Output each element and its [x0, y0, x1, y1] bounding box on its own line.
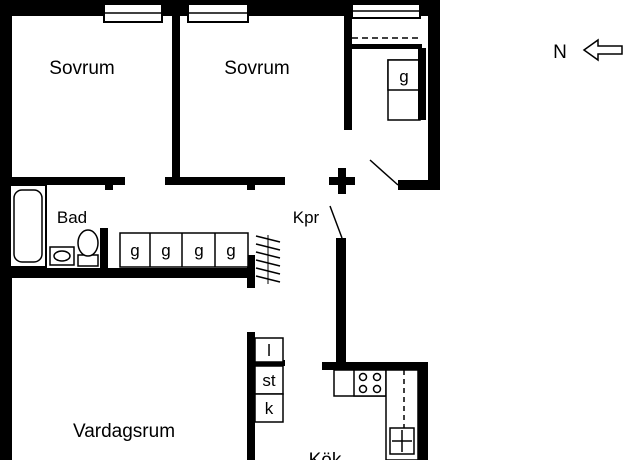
compass-label: N	[553, 42, 567, 63]
g-closet-4: g	[226, 241, 235, 260]
room-label-hallway: Kpr	[293, 208, 320, 227]
bathtub	[9, 184, 47, 268]
room-label-bedroom-left: Sovrum	[49, 58, 114, 79]
toilet	[77, 229, 99, 267]
compass: N	[553, 38, 623, 63]
sink	[49, 246, 75, 266]
storage-st: st	[262, 371, 276, 390]
g-closet-1: g	[130, 241, 139, 260]
cross-marker	[329, 168, 355, 194]
storage-column: l st k	[254, 337, 284, 423]
window-top-right	[351, 3, 421, 19]
hallway-door	[329, 205, 343, 239]
window-top-middle	[187, 3, 249, 23]
interior-walls	[0, 0, 440, 460]
upper-closet: g	[344, 37, 426, 121]
window-top-left	[103, 3, 163, 23]
entry-door	[369, 159, 399, 186]
upper-closet-label: g	[399, 67, 408, 86]
g-closet-row: g g g g	[119, 232, 249, 268]
room-label-bedroom-right: Sovrum	[224, 58, 289, 79]
room-label-bathroom: Bad	[57, 208, 87, 227]
storage-l: l	[267, 341, 271, 360]
g-closet-3: g	[194, 241, 203, 260]
room-label-kitchen: Kök	[309, 450, 342, 460]
left-arrow-icon	[582, 38, 623, 62]
storage-k: k	[265, 399, 274, 418]
kitchen-stove	[333, 369, 387, 397]
g-closet-2: g	[161, 241, 170, 260]
shelf-lines	[255, 235, 281, 284]
kitchen-counter	[385, 369, 419, 460]
room-label-living-room: Vardagsrum	[73, 421, 175, 442]
